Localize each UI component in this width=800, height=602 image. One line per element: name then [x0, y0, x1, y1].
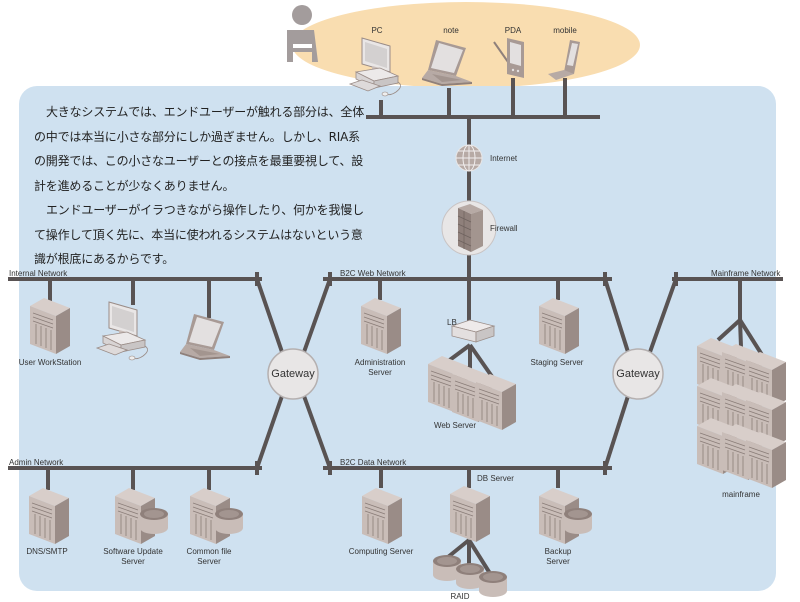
mainframe-cluster-icon: [696, 337, 787, 489]
user-person-icon: [287, 5, 318, 62]
gateway-right-label: Gateway: [616, 368, 660, 380]
computing-server-label: Computing Server: [348, 547, 414, 556]
pda-label: PDA: [504, 26, 522, 35]
lines: [8, 78, 783, 577]
mainframe-network-label: Mainframe Network: [711, 269, 781, 278]
firewall-icon: [441, 200, 497, 256]
notebook-icon: [422, 40, 472, 86]
mobile-label: mobile: [553, 26, 577, 35]
internal-desktop-icon: [96, 301, 149, 361]
user-workstation-icon: [29, 297, 71, 355]
mobile-icon: [548, 40, 580, 80]
admin-network-label: Admin Network: [9, 458, 64, 467]
raid-label: RAID: [450, 592, 470, 601]
pc-icon: [349, 37, 402, 97]
intro-paragraph-1: 大きなシステムでは、エンドユーザーが触れる部分は、全体の中では本当に小さな部分に…: [34, 105, 365, 193]
raid-disk-icon-3: [479, 571, 507, 597]
pda-icon: [493, 38, 524, 78]
common-file-server-label: Common file Server: [186, 547, 232, 566]
administration-server-icon: [360, 297, 402, 355]
b2c-web-network-label: B2C Web Network: [340, 269, 406, 278]
intro-text: 大きなシステムでは、エンドユーザーが触れる部分は、全体の中では本当に小さな部分に…: [34, 100, 366, 272]
staging-server-icon: [538, 297, 580, 355]
note-label: note: [443, 26, 459, 35]
gateway-left-label: Gateway: [271, 368, 315, 380]
internet-globe-icon: [455, 144, 483, 172]
internal-laptop-icon: [180, 314, 230, 360]
intro-paragraph-2: エンドユーザーがイラつきながら操作したり、何かを我慢して操作して頂く先に、本当に…: [34, 203, 364, 266]
db-server-label: DB Server: [477, 474, 514, 483]
computing-server-icon: [361, 487, 403, 545]
dns-smtp-label: DNS/SMTP: [26, 547, 68, 556]
administration-server-label: Administration Server: [354, 358, 406, 377]
user-zone: [292, 2, 640, 88]
staging-server-label: Staging Server: [530, 358, 584, 367]
firewall-label: Firewall: [490, 224, 518, 233]
load-balancer-icon: [450, 319, 496, 343]
backup-server-label: Backup Server: [544, 547, 572, 566]
internal-network-label: Internal Network: [9, 269, 68, 278]
b2c-data-network-label: B2C Data Network: [340, 458, 407, 467]
gateway-right: [612, 348, 664, 400]
software-update-disk-icon: [140, 508, 168, 534]
pc-label: PC: [371, 26, 383, 35]
mainframe-label: mainframe: [722, 490, 760, 499]
dns-smtp-server-icon: [28, 487, 70, 545]
db-server-icon: [449, 485, 491, 543]
common-file-disk-icon: [215, 508, 243, 534]
web-server-label: Web Server: [433, 421, 477, 430]
web-server-icon-3: [475, 373, 517, 431]
lb-label: LB: [447, 318, 457, 327]
user-workstation-label: User WorkStation: [18, 358, 82, 367]
internet-label: Internet: [490, 154, 518, 163]
backup-disk-icon: [564, 508, 592, 534]
software-update-server-label: Software Update Server: [103, 547, 163, 566]
gateway-left: [267, 348, 319, 400]
